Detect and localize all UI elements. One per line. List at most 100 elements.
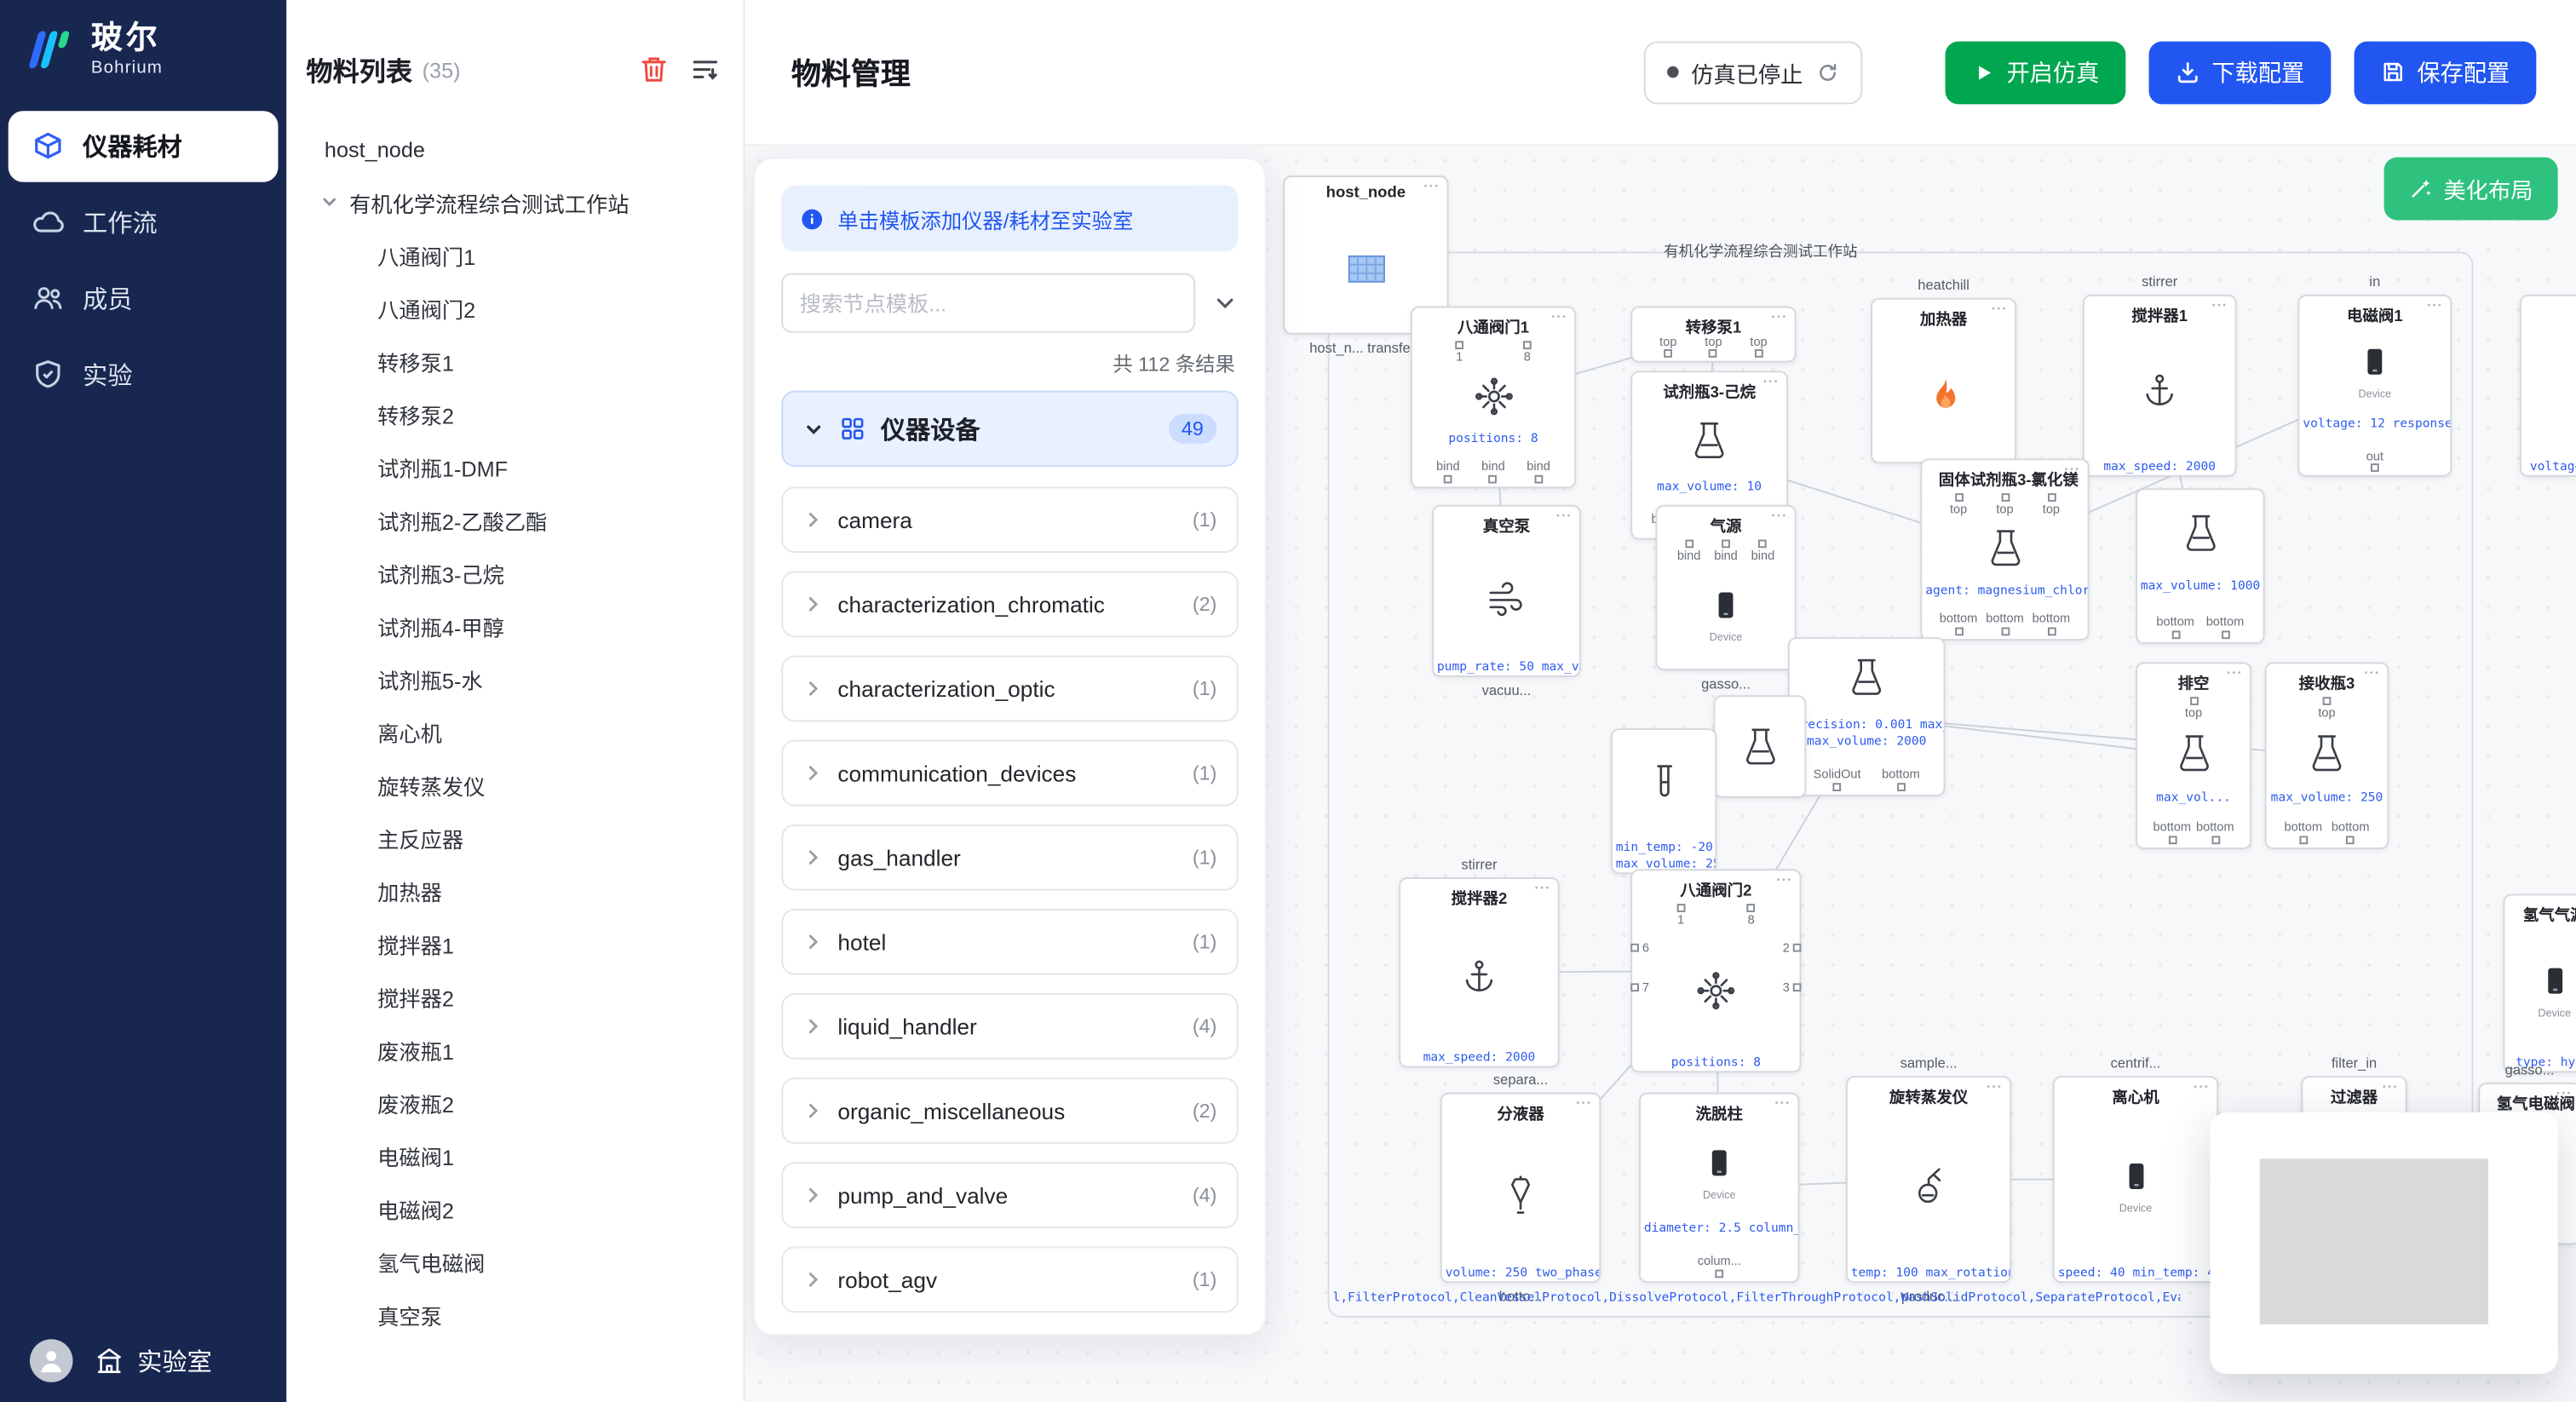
node-port[interactable]: SolidOut bbox=[1814, 769, 1861, 791]
node-port[interactable]: out bbox=[2366, 450, 2383, 472]
node-menu-icon[interactable]: ••• bbox=[1551, 313, 1567, 323]
canvas-node[interactable]: 排空•••topmax_vol...bottombottom bbox=[2136, 662, 2251, 849]
canvas-node[interactable]: stirrer搅拌器1•••max_speed: 2000 bbox=[2083, 295, 2237, 477]
node-port[interactable]: bottom bbox=[2285, 822, 2323, 844]
tree-item[interactable]: 转移泵1 bbox=[286, 335, 743, 388]
node-menu-icon[interactable]: ••• bbox=[1992, 305, 2008, 315]
template-category[interactable]: gas_handler(1) bbox=[781, 825, 1238, 891]
node-port[interactable]: bind bbox=[1677, 540, 1701, 562]
node-port[interactable]: 3 bbox=[1783, 980, 1802, 995]
template-category[interactable]: robot_agv(1) bbox=[781, 1246, 1238, 1313]
tree-item-host-node[interactable]: host_node bbox=[286, 123, 743, 175]
nav-item-experiment[interactable]: 实验 bbox=[9, 339, 279, 411]
node-port[interactable]: top bbox=[1950, 493, 1967, 515]
delete-all-button[interactable] bbox=[639, 55, 669, 84]
tree-item[interactable]: 废液瓶1 bbox=[286, 1023, 743, 1076]
lab-link[interactable]: 实验室 bbox=[95, 1343, 212, 1378]
node-port[interactable]: bottom bbox=[2332, 822, 2370, 844]
canvas-node[interactable]: 氢气气源•••Device_type: hydrogen bbox=[2503, 893, 2576, 1072]
canvas-node[interactable]: stirrer搅拌器2•••max_speed: 2000 bbox=[1399, 877, 1560, 1067]
node-menu-icon[interactable]: ••• bbox=[1763, 377, 1780, 388]
tree-item[interactable]: 八通阀门1 bbox=[286, 228, 743, 281]
node-port[interactable]: bottom bbox=[1940, 613, 1978, 635]
node-menu-icon[interactable]: ••• bbox=[2556, 1089, 2573, 1100]
node-port[interactable]: 8 bbox=[1523, 341, 1532, 363]
node-menu-icon[interactable]: ••• bbox=[2194, 1083, 2211, 1093]
beautify-layout-button[interactable]: 美化布局 bbox=[2384, 158, 2558, 221]
node-port[interactable]: top bbox=[1659, 336, 1676, 358]
node-port[interactable]: colum... bbox=[1698, 1255, 1741, 1278]
node-port[interactable]: top bbox=[2318, 697, 2335, 719]
tree-item[interactable]: 试剂瓶3-己烷 bbox=[286, 546, 743, 599]
canvas-node[interactable]: centrif...离心机•••Devicespeed: 40 min_temp… bbox=[2053, 1076, 2218, 1283]
canvas-node[interactable]: separa...分液器•••volume: 250 two_phases: t… bbox=[1440, 1093, 1601, 1283]
template-category[interactable]: camera(1) bbox=[781, 486, 1238, 553]
node-menu-icon[interactable]: ••• bbox=[1577, 1099, 1593, 1109]
tree-item[interactable]: 搅拌器1 bbox=[286, 917, 743, 970]
node-port[interactable]: bottom bbox=[2196, 822, 2234, 844]
node-port[interactable]: bottom bbox=[2153, 822, 2192, 844]
tree-item[interactable]: 八通阀门2 bbox=[286, 281, 743, 334]
node-menu-icon[interactable]: ••• bbox=[2065, 465, 2081, 475]
tree-item[interactable]: 旋转蒸发仪 bbox=[286, 758, 743, 811]
node-port[interactable]: bottom bbox=[2156, 617, 2194, 639]
tree-item[interactable]: 电磁阀2 bbox=[286, 1182, 743, 1235]
node-port[interactable]: 8 bbox=[1747, 904, 1756, 926]
template-category[interactable]: communication_devices(1) bbox=[781, 740, 1238, 807]
group-instrument-devices[interactable]: 仪器设备 49 bbox=[781, 391, 1238, 467]
template-category[interactable]: liquid_handler(4) bbox=[781, 993, 1238, 1060]
node-port[interactable]: 1 bbox=[1676, 904, 1685, 926]
node-menu-icon[interactable]: ••• bbox=[2365, 669, 2381, 679]
node-port[interactable]: bind bbox=[1436, 461, 1460, 483]
node-port[interactable]: bottom bbox=[1986, 613, 2024, 635]
template-search-input[interactable] bbox=[781, 273, 1195, 333]
node-port[interactable]: top bbox=[1996, 493, 2013, 515]
canvas-node[interactable]: in电磁阀1•••Devicevoltage: 12 response_time… bbox=[2297, 295, 2452, 477]
tree-item[interactable]: 加热器 bbox=[286, 864, 743, 916]
save-config-button[interactable]: 保存配置 bbox=[2355, 41, 2537, 104]
template-category[interactable]: characterization_chromatic(2) bbox=[781, 571, 1238, 637]
node-port[interactable]: 1 bbox=[1455, 341, 1463, 363]
node-menu-icon[interactable]: ••• bbox=[1772, 313, 1788, 323]
template-category[interactable]: hotel(1) bbox=[781, 909, 1238, 975]
refresh-icon[interactable] bbox=[1816, 60, 1839, 83]
list-settings-button[interactable] bbox=[690, 55, 720, 84]
node-port[interactable]: bind bbox=[1751, 540, 1775, 562]
tree-item[interactable]: 电磁阀1 bbox=[286, 1129, 743, 1181]
template-category[interactable]: organic_miscellaneous(2) bbox=[781, 1077, 1238, 1144]
node-menu-icon[interactable]: ••• bbox=[1987, 1083, 2004, 1093]
brand-logo[interactable]: 玻尔 Bohrium bbox=[0, 0, 286, 104]
canvas-node[interactable]: sample...旋转蒸发仪•••temp: 100 max_rotation_… bbox=[1846, 1076, 2011, 1283]
canvas-node[interactable]: max_volume: 1000bottombottom bbox=[2136, 488, 2265, 644]
node-port[interactable]: bind bbox=[1481, 461, 1505, 483]
node-menu-icon[interactable]: ••• bbox=[2227, 669, 2243, 679]
canvas-node[interactable]: min_temp: -20 has_heatmax_volume: 25 tra… bbox=[1611, 728, 1716, 874]
tree-item[interactable]: 试剂瓶1-DMF bbox=[286, 440, 743, 493]
canvas-node[interactable]: heatchill加热器••• bbox=[1871, 298, 2016, 463]
node-menu-icon[interactable]: ••• bbox=[1777, 876, 1793, 886]
node-menu-icon[interactable]: ••• bbox=[1556, 512, 1573, 522]
tree-item[interactable]: 试剂瓶2-乙酸乙酯 bbox=[286, 493, 743, 546]
tree-item[interactable]: 转移泵2 bbox=[286, 388, 743, 440]
node-port[interactable]: bottom bbox=[2206, 617, 2245, 639]
tree-item[interactable]: 氢气电磁阀 bbox=[286, 1235, 743, 1288]
node-port[interactable]: 7 bbox=[1630, 980, 1649, 995]
canvas-node[interactable] bbox=[1713, 695, 1806, 797]
node-port[interactable]: top bbox=[2185, 697, 2202, 719]
tree-item[interactable]: 主反应器 bbox=[286, 811, 743, 864]
tree-item[interactable]: 搅拌器2 bbox=[286, 970, 743, 1023]
node-port[interactable]: 6 bbox=[1630, 940, 1649, 955]
canvas-node[interactable]: 接收瓶3•••topmax_volume: 250bottombottom bbox=[2265, 662, 2389, 849]
canvas-node[interactable]: 八通阀门2•••18positions: 86723 bbox=[1630, 869, 1801, 1072]
node-menu-icon[interactable]: ••• bbox=[1772, 512, 1788, 522]
template-category[interactable]: pump_and_valve(4) bbox=[781, 1162, 1238, 1228]
template-category[interactable]: characterization_optic(1) bbox=[781, 656, 1238, 722]
collapse-panel-icon[interactable] bbox=[1212, 290, 1239, 316]
canvas-node[interactable]: precision: 0.001 max_capacity: 10max_vol… bbox=[1788, 637, 1946, 796]
node-port[interactable]: top bbox=[2043, 493, 2060, 515]
node-port[interactable]: bind bbox=[1527, 461, 1550, 483]
node-port[interactable]: top bbox=[1705, 336, 1722, 358]
node-menu-icon[interactable]: ••• bbox=[1775, 1099, 1791, 1109]
download-config-button[interactable]: 下载配置 bbox=[2149, 41, 2332, 104]
tree-item[interactable]: 废液瓶2 bbox=[286, 1076, 743, 1129]
